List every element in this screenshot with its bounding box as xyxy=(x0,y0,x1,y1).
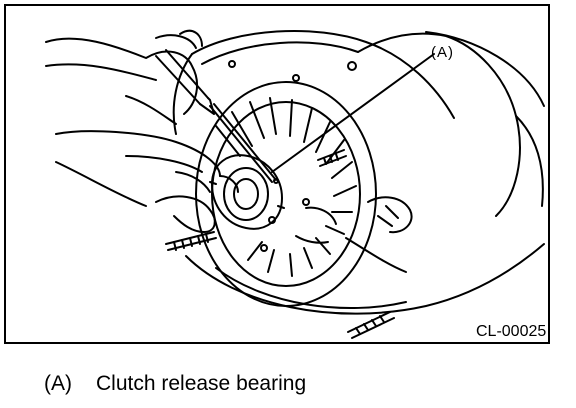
stud-right-upper xyxy=(317,149,347,167)
transmission-housing xyxy=(172,29,545,315)
caption-key: (A) xyxy=(44,372,72,395)
upper-hand xyxy=(45,29,203,125)
callout-leader-line xyxy=(271,53,435,173)
figure-code: CL-00025 xyxy=(476,323,547,340)
callout-label: (A) xyxy=(431,44,454,61)
screwdriver xyxy=(155,49,277,183)
stud-bottom xyxy=(347,311,395,339)
figure-caption: (A) Clutch release bearing xyxy=(44,372,306,396)
figure-frame: (A) CL-00025 xyxy=(4,4,550,344)
release-fork xyxy=(345,196,413,273)
caption-text: Clutch release bearing xyxy=(96,372,307,395)
release-bearing xyxy=(209,154,285,230)
clutch-release-bearing-illustration xyxy=(45,29,545,339)
lower-hand xyxy=(55,130,239,233)
stud-left xyxy=(165,231,217,251)
